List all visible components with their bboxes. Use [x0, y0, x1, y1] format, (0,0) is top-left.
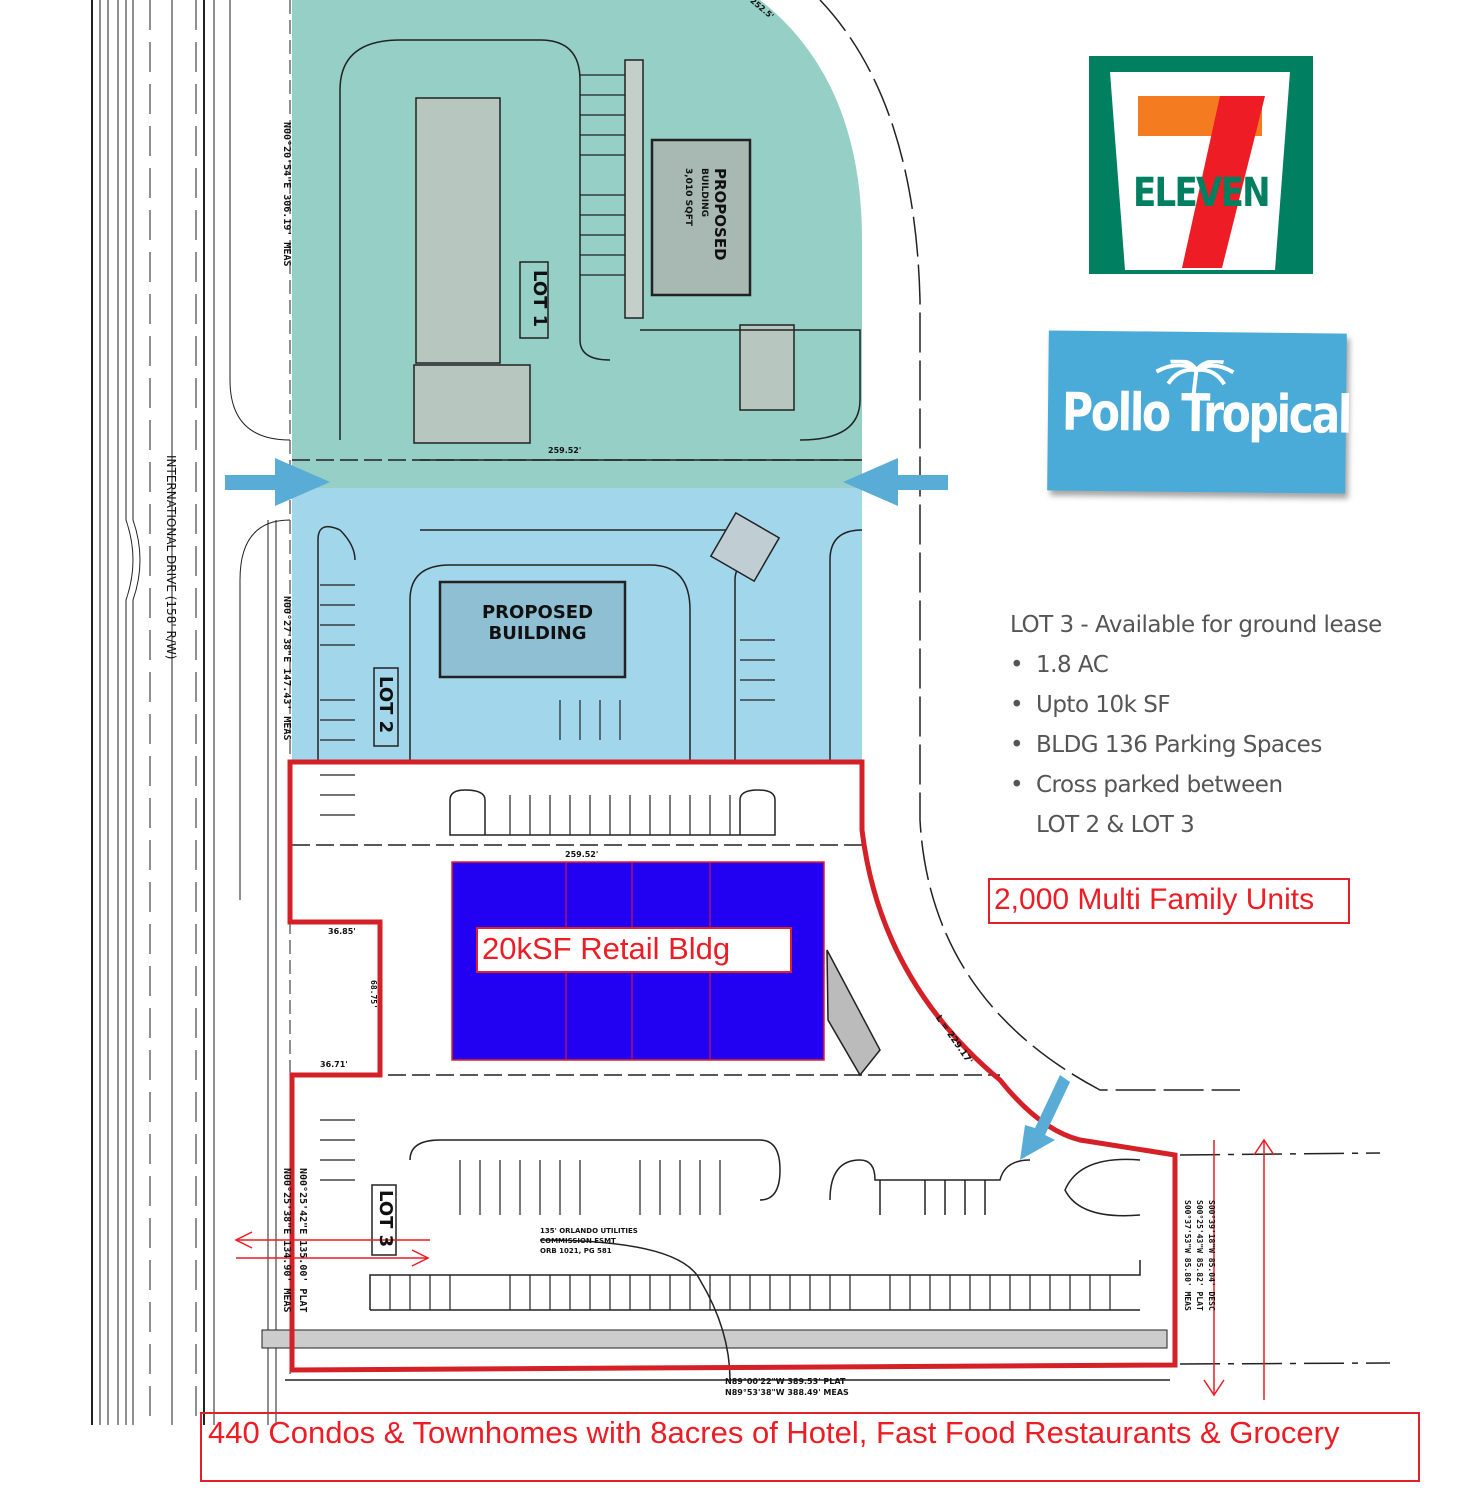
lot-1-building-label: PROPOSED BUILDING 3,010 SQFT [680, 168, 729, 261]
survey-label-east-2: S00°25'43"W 85.82' PLAT [1195, 1200, 1204, 1311]
seven-eleven-text: ELEVEN [1133, 170, 1271, 216]
dim-a: 36.85' [328, 927, 356, 936]
lot-1-area [292, 0, 862, 488]
international-drive-road [91, 0, 291, 1425]
multi-family-label: 2,000 Multi Family Units [988, 878, 1350, 924]
lot-3-heading: LOT 3 - Available for ground lease [1010, 612, 1382, 638]
dim-top: 259.52' [548, 446, 582, 455]
pollo-tropical-logo: Pollo Tropical [1047, 330, 1350, 494]
lot-1-building-line-1: PROPOSED [711, 168, 729, 261]
survey-label-west-lot3-plat: N00°25'42"E 135.00' PLAT [297, 1168, 308, 1313]
south-meas: N89°53'38"W 388.49' MEAS [725, 1388, 849, 1397]
survey-label-west-lot3: N00°25'38"E 134.90' MEAS [281, 1168, 292, 1313]
bullet-acreage: 1.8 AC [1010, 645, 1382, 685]
lot-3-bullets: 1.8 AC Upto 10k SF BLDG 136 Parking Spac… [1010, 645, 1382, 845]
arrow-down-icon [1020, 1075, 1070, 1160]
condos-label: 440 Condos & Townhomes with 8acres of Ho… [200, 1412, 1420, 1482]
survey-label-west-lot2: N00°27'38"E 147.43' MEAS [281, 596, 292, 741]
survey-label-east-1: S00°39'18"W 85.04' DESC [1207, 1200, 1216, 1311]
dim-b: 68.75' [369, 980, 378, 1009]
pollo-tropical-text: Pollo Tropical [1061, 382, 1351, 446]
dimension-arrows [234, 1138, 1275, 1400]
easement-line-1: 135' ORLANDO UTILITIES [540, 1227, 638, 1235]
retail-building-label: 20kSF Retail Bldg [476, 927, 792, 973]
lot-1-label: LOT 1 [529, 270, 550, 328]
easement-note: 135' ORLANDO UTILITIES COMMISSION ESMT O… [540, 1226, 638, 1256]
lot-2-building-line-2: BUILDING [488, 623, 587, 644]
road-label: INTERNATIONAL DRIVE (158' R/W) [164, 455, 178, 660]
dim-c: 36.71' [320, 1060, 348, 1069]
easement-line-3: ORB 1021, PG 581 [540, 1247, 612, 1255]
easement-line-2: COMMISSION ESMT [540, 1237, 616, 1245]
bullet-cross-parked: Cross parked between [1010, 765, 1382, 805]
seven-eleven-logo [1089, 56, 1313, 274]
bullet-size: Upto 10k SF [1010, 685, 1382, 725]
survey-label-west-lot1: N00°20'54"E 306.19' MEAS [281, 122, 292, 267]
south-bearing: N89°00'22"W 389.53' PLAT N89°53'38"W 388… [725, 1376, 849, 1398]
lot-2-label: LOT 2 [375, 676, 396, 734]
lot-2-building-line-1: PROPOSED [481, 602, 594, 623]
arrow-right-icon [225, 458, 330, 506]
bullet-parking: BLDG 136 Parking Spaces [1010, 725, 1382, 765]
lot-3-label: LOT 3 [375, 1190, 396, 1248]
arrow-left-icon [843, 458, 948, 506]
lot-3-info: LOT 3 - Available for ground lease 1.8 A… [1010, 605, 1382, 845]
access-arrows [225, 458, 1070, 1160]
lot-1-building-line-2: BUILDING [699, 168, 709, 217]
bullet-continuation: LOT 2 & LOT 3 [1036, 812, 1195, 838]
lot-2-building-label: PROPOSED BUILDING [470, 602, 605, 644]
lot-1-building-line-3: 3,010 SQFT [683, 168, 693, 227]
survey-label-east-3: S00°37'53"W 85.80' MEAS [1183, 1200, 1192, 1311]
dim-mid: 259.52' [565, 850, 599, 859]
lot-3-boundary [287, 759, 1178, 1373]
south-plat: N89°00'22"W 389.53' PLAT [725, 1377, 846, 1386]
palm-tree-icon [1155, 359, 1235, 399]
